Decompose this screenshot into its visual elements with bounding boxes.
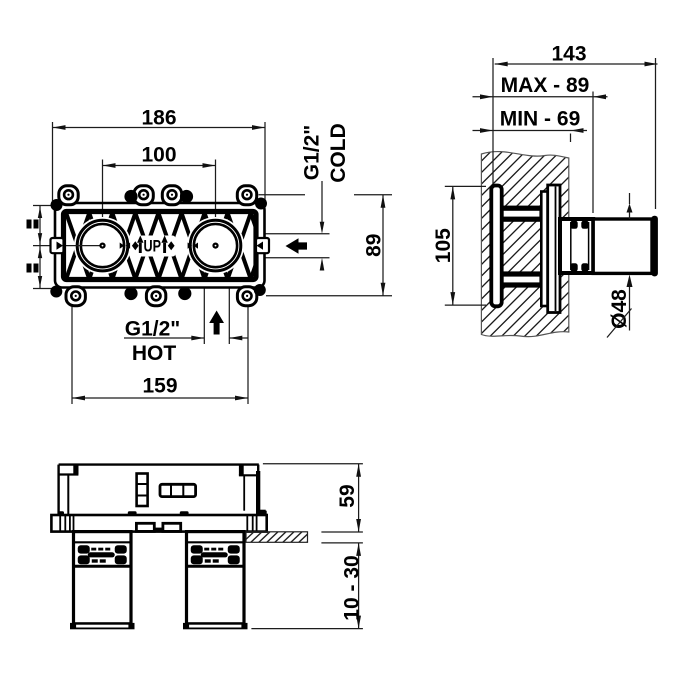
svg-text:59: 59 xyxy=(336,484,359,507)
svg-text:COLD: COLD xyxy=(327,123,350,183)
svg-text:10 - 30: 10 - 30 xyxy=(340,555,363,620)
svg-text:MAX - 89: MAX - 89 xyxy=(501,74,590,97)
svg-text:Ø48: Ø48 xyxy=(608,289,631,329)
svg-text:89: 89 xyxy=(363,234,386,257)
svg-text:105: 105 xyxy=(432,228,455,263)
svg-text:UP: UP xyxy=(144,237,162,256)
svg-text:186: 186 xyxy=(141,106,176,129)
svg-text:159: 159 xyxy=(142,374,177,397)
svg-text:G1/2": G1/2" xyxy=(125,317,180,340)
svg-text:G1/2": G1/2" xyxy=(301,125,324,180)
svg-text:100: 100 xyxy=(141,143,176,166)
svg-text:MIN - 69: MIN - 69 xyxy=(500,107,581,130)
svg-text:143: 143 xyxy=(551,43,586,66)
svg-text:HOT: HOT xyxy=(132,342,177,365)
